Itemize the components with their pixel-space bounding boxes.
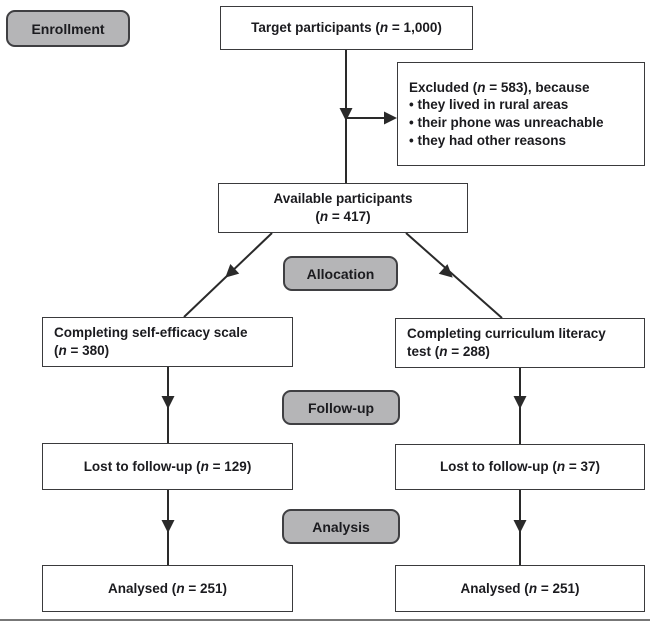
lost-followup-right-box: Lost to follow-up (n = 37) [395,444,645,490]
available-participants-box: Available participants (n = 417) [218,183,468,233]
excluded-bullet: • their phone was unreachable [409,115,604,130]
label-text: = 37) [565,459,601,475]
n-symbol: n [528,580,538,596]
excluded-bullet: • they had other reasons [409,132,567,148]
label-text: Target participants ( [251,20,380,36]
excluded-bullet: • they lived in rural areas [409,97,569,113]
n-symbol: n [477,79,486,95]
stage-badge-analysis: Analysis [282,509,400,544]
n-symbol: n [439,344,448,359]
label-text: = 129) [208,458,252,474]
label-text: = 380) [66,343,110,358]
analysed-left-label: Analysed (n = 251) [108,580,227,598]
target-participants-label: Target participants (n = 1,000) [251,19,442,37]
left-branch-line2: (n = 380) [54,342,109,360]
label-text: Analysed ( [108,580,177,596]
label-text: = 417) [328,209,371,224]
label-text: Analysed ( [460,580,529,596]
stage-badge-followup: Follow-up [282,390,400,425]
available-line2: (n = 417) [315,208,370,226]
arrowhead-down-junction [339,108,353,121]
label-text: ( [54,343,59,358]
right-branch-line1: Completing curriculum literacy [407,326,606,342]
label-text: test ( [407,344,440,359]
arrowhead-right-excluded [384,111,397,125]
label-text: Excluded ( [409,79,478,95]
arrowhead-diagonal-right [438,264,453,278]
lost-right-label: Lost to follow-up (n = 37) [440,458,600,476]
label-text: = 288) [447,344,490,359]
analysed-right-box: Analysed (n = 251) [395,565,645,612]
arrowhead-down-followup-right [513,396,527,409]
label-text: Lost to follow-up ( [439,459,557,475]
self-efficacy-scale-box: Completing self-efficacy scale (n = 380) [42,317,293,367]
label-text: = 1,000) [388,20,442,36]
right-branch-line2: test (n = 288) [407,343,490,361]
label-text: = 251) [537,580,580,596]
arrowhead-down-analysis-left [161,520,175,533]
left-branch-line1: Completing self-efficacy scale [54,325,248,341]
excluded-heading: Excluded (n = 583), because [409,79,589,97]
stage-badge-allocation: Allocation [283,256,398,291]
arrowhead-down-followup-left [161,396,175,409]
n-symbol: n [556,459,566,475]
excluded-box: Excluded (n = 583), because • they lived… [397,62,645,166]
label-text: Lost to follow-up ( [83,458,201,474]
stage-badge-enrollment: Enrollment [6,10,130,47]
lost-followup-left-box: Lost to follow-up (n = 129) [42,443,293,490]
connector-available-right [405,232,503,319]
label-text: = 251) [184,580,227,596]
n-symbol: n [379,20,389,36]
analysed-right-label: Analysed (n = 251) [461,580,580,598]
target-participants-box: Target participants (n = 1,000) [220,6,473,50]
n-symbol: n [200,458,209,474]
arrowhead-diagonal-left [225,264,240,278]
label-text: = 583), because [485,79,590,95]
available-line1: Available participants [273,191,413,207]
label-text: ( [315,209,320,224]
n-symbol: n [319,209,329,224]
n-symbol: n [58,343,67,358]
lost-left-label: Lost to follow-up (n = 129) [84,458,252,476]
analysed-left-box: Analysed (n = 251) [42,565,293,612]
arrowhead-down-analysis-right [513,520,527,533]
curriculum-literacy-test-box: Completing curriculum literacy test (n =… [395,318,645,368]
n-symbol: n [176,580,185,596]
